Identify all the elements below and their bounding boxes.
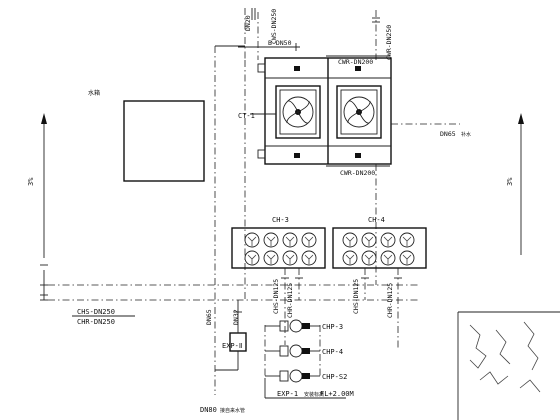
chiller-ch4 <box>332 227 427 269</box>
exp1-note: 安装标高 <box>304 391 324 398</box>
ch3-label: CH-3 <box>272 216 289 224</box>
chps2-label: CHP-S2 <box>322 373 347 381</box>
pump-chp4 <box>265 344 320 358</box>
exp2-label: EXP-Ⅱ <box>222 342 242 350</box>
chp3-label: CHP-3 <box>322 323 343 331</box>
dn65-riser-label: DN65 <box>205 309 213 325</box>
top-pipes <box>244 8 380 60</box>
pump-chps2 <box>265 369 320 383</box>
exp1-label: EXP-1 <box>277 390 298 398</box>
chs-dn250-label: CHS-DN250 <box>77 308 115 316</box>
chs-dn125-b-label: CHS-DN125 <box>352 279 360 314</box>
chp4-label: CHP-4 <box>322 348 343 356</box>
cwr-dn200-top-label: CWR-DN200 <box>338 58 373 66</box>
chs-dn125-a-label: CHS-DN125 <box>272 279 280 314</box>
up-arrow-icon <box>518 113 524 124</box>
cwr-dn200-bottom-label: CWR-DN200 <box>340 169 375 177</box>
up-arrow-icon <box>41 113 47 124</box>
chr-dn125-b-label: CHR-DN125 <box>386 283 394 318</box>
dn32-riser-label: DN32 <box>232 309 240 325</box>
pipe-cwr-dn250-label: CWR-DN250 <box>385 25 393 60</box>
chr-dn125-a-label: CHR-DN125 <box>286 283 294 318</box>
ch4-label: CH-4 <box>368 216 385 224</box>
cooling-tower-ct1 <box>257 57 392 165</box>
left-slope-label: 3% <box>27 177 35 186</box>
right-riser <box>518 113 524 255</box>
b-dn50-label: B-DN50 <box>268 39 292 47</box>
dn80-note: 接自来水管 <box>220 407 245 414</box>
pipe-cws-dn250-label: CWS-DN250 <box>270 9 278 44</box>
chiller-ch3 <box>231 227 326 269</box>
pipe-dn20-label: DN20 <box>244 15 252 31</box>
pump-chp3 <box>265 319 320 333</box>
water-tank <box>123 100 205 182</box>
left-riser <box>40 113 48 300</box>
dn65-label: DN65 <box>440 130 456 138</box>
dn80-label: DN80 <box>200 406 217 414</box>
ct1-label: CT-1 <box>238 112 255 120</box>
chr-dn250-label: CHR-DN250 <box>77 318 115 326</box>
dn65-suffix: 补水 <box>461 131 471 138</box>
wall-section <box>457 311 560 420</box>
tank-label: 水箱 <box>88 89 100 97</box>
right-slope-label: 3% <box>506 177 514 186</box>
fl-label: FL+2.00M <box>320 390 354 398</box>
